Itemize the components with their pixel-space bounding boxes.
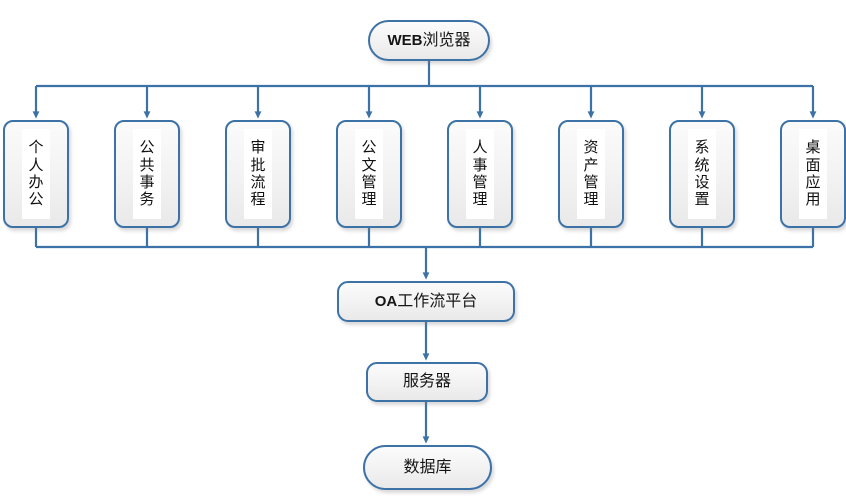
node-database[interactable]: 数据库 [363,445,492,490]
node-web-browser-label: WEB浏览器 [387,31,471,49]
node-asset-mgmt-label: 资 产 管 理 [577,129,605,219]
node-system-settings[interactable]: 系 统 设 置 [669,120,735,228]
node-document-mgmt[interactable]: 公 文 管 理 [336,120,402,228]
node-desktop-app-label: 桌 面 应 用 [799,129,827,219]
node-public-affairs-label: 公 共 事 务 [133,129,161,219]
node-server[interactable]: 服务器 [366,362,488,402]
node-approval-process-label: 审 批 流 程 [244,129,272,219]
node-web-browser[interactable]: WEB浏览器 [368,20,490,61]
node-oa-workflow-platform-label: OA工作流平台 [374,292,478,310]
node-oa-workflow-platform[interactable]: OA工作流平台 [337,281,515,322]
node-server-label: 服务器 [402,373,451,390]
node-system-settings-label: 系 统 设 置 [688,129,716,219]
node-desktop-app[interactable]: 桌 面 应 用 [780,120,846,228]
node-asset-mgmt[interactable]: 资 产 管 理 [558,120,624,228]
node-public-affairs[interactable]: 公 共 事 务 [114,120,180,228]
node-database-label: 数据库 [403,458,452,476]
node-approval-process[interactable]: 审 批 流 程 [225,120,291,228]
node-personal-office[interactable]: 个 人 办 公 [3,120,69,228]
node-hr-mgmt[interactable]: 人 事 管 理 [447,120,513,228]
node-hr-mgmt-label: 人 事 管 理 [466,129,494,219]
node-personal-office-label: 个 人 办 公 [22,129,50,219]
node-document-mgmt-label: 公 文 管 理 [355,129,383,219]
